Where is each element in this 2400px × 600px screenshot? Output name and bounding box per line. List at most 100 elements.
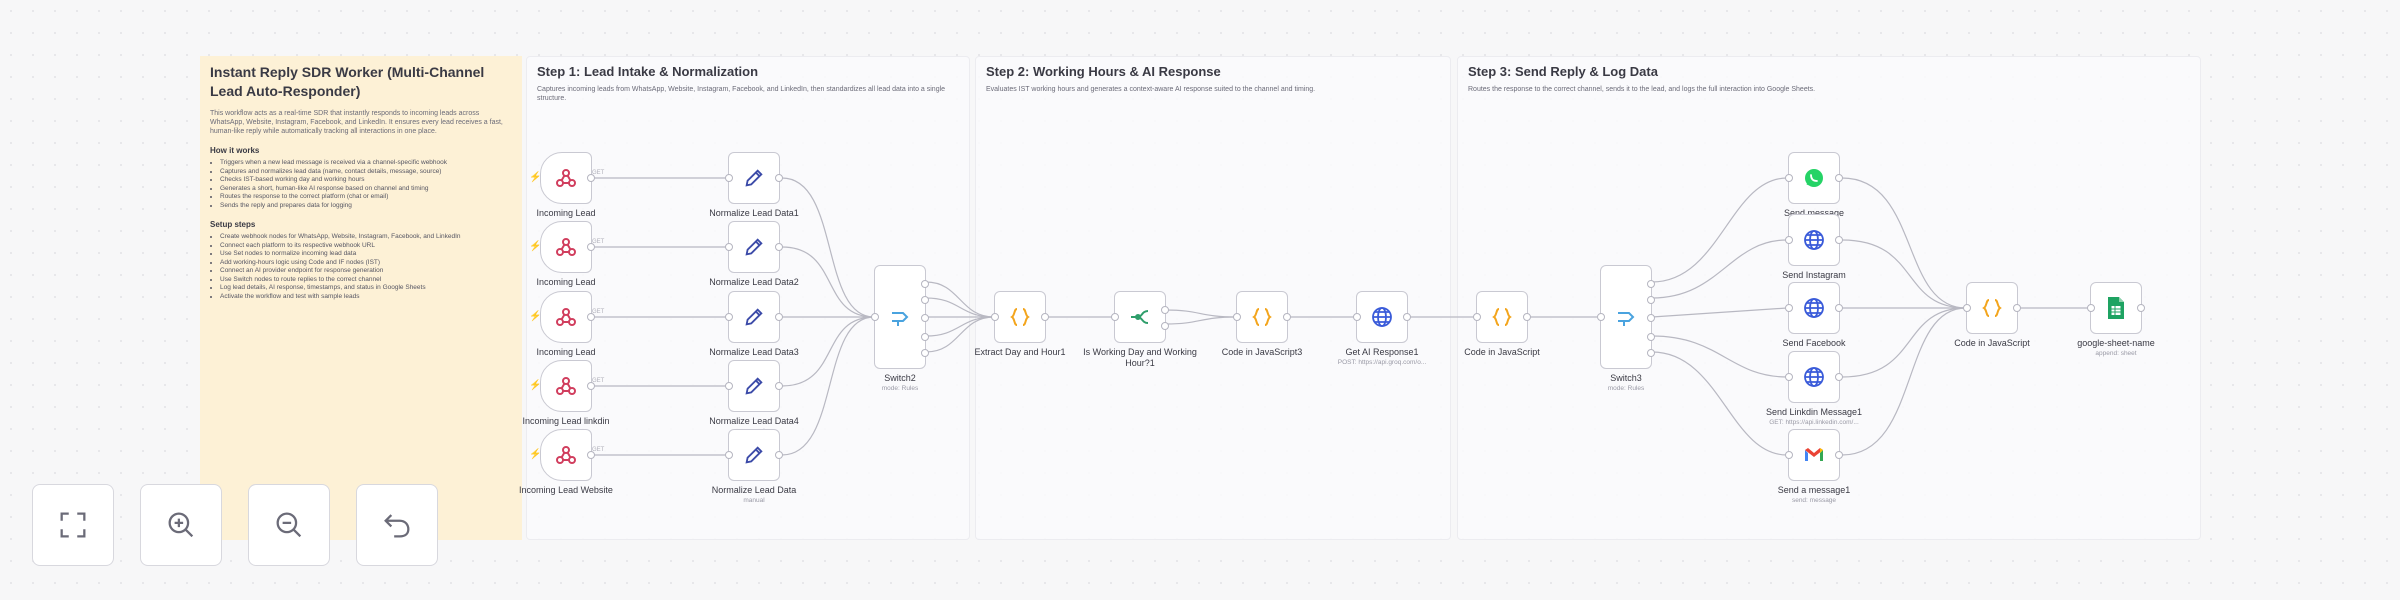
set-node-normalize-lead-data3[interactable] [725,291,783,343]
output-port[interactable] [775,313,783,321]
output-port[interactable] [2013,304,2021,312]
output-port[interactable] [921,333,929,341]
output-port[interactable] [587,313,595,321]
output-port[interactable] [921,314,929,322]
output-port[interactable] [775,382,783,390]
output-port[interactable] [1283,313,1291,321]
output-port[interactable] [2137,304,2145,312]
connection [1841,177,1967,309]
input-port[interactable] [725,243,733,251]
http-node-send-linkdin-message1[interactable] [1785,351,1843,403]
zoom-out-icon [276,512,302,538]
output-port[interactable] [1835,304,1843,312]
input-port[interactable] [1785,451,1793,459]
output-port[interactable] [1403,313,1411,321]
output-port[interactable] [1835,236,1843,244]
input-port[interactable] [725,174,733,182]
code-node-extract-day-and-hour1[interactable] [991,291,1049,343]
gmail-icon [1805,448,1823,461]
switch-node-switch3[interactable] [1597,265,1655,369]
set-node-normalize-lead-data4[interactable] [725,360,783,412]
http-node-get-ai-response1[interactable] [1353,291,1411,343]
fit-view-button[interactable] [32,484,114,566]
output-port[interactable] [921,349,929,357]
input-port[interactable] [1233,313,1241,321]
input-port[interactable] [725,313,733,321]
gmail-node-send-a-message1[interactable] [1785,429,1843,481]
node-label: Normalize Lead Data2 [709,277,799,287]
input-port[interactable] [1785,373,1793,381]
http-node-send-instagram[interactable] [1785,214,1843,266]
output-port[interactable] [1161,306,1169,314]
connection [1651,307,1788,318]
node-label: Extract Day and Hour1 [974,347,1066,357]
webhook-node-incoming-lead-website[interactable]: ⚡ [529,429,595,481]
output-port[interactable] [921,280,929,288]
list-item: Activate the workflow and test with samp… [220,293,512,302]
node-label: Normalize Lead Data [711,485,797,495]
input-port[interactable] [991,313,999,321]
node-label: Incoming Lead linkdin [522,416,610,426]
output-port[interactable] [1835,373,1843,381]
code-node-code-in-javascript3[interactable] [1233,291,1291,343]
code-braces-icon [1492,308,1512,326]
input-port[interactable] [1597,313,1605,321]
input-port[interactable] [1111,313,1119,321]
output-port[interactable] [775,174,783,182]
switch-route-icon [892,312,909,326]
globe-icon [1804,298,1824,318]
output-port[interactable] [1647,333,1655,341]
if-branch-icon [1131,310,1149,324]
output-port[interactable] [1835,174,1843,182]
output-port[interactable] [1835,451,1843,459]
overview-sticky-note[interactable]: Instant Reply SDR Worker (Multi-Channel … [200,56,522,540]
input-port[interactable] [725,382,733,390]
list-item: Generates a short, human-like AI respons… [220,185,512,194]
zoom-out-button[interactable] [248,484,330,566]
webhook-node-incoming-lead-3[interactable]: ⚡ [529,291,595,343]
output-port[interactable] [775,451,783,459]
output-port[interactable] [587,243,595,251]
http-node-send-facebook[interactable] [1785,282,1843,334]
set-node-normalize-lead-data[interactable] [725,429,783,481]
code-node-code-in-javascript-final[interactable] [1963,282,2021,334]
zoom-in-button[interactable] [140,484,222,566]
set-node-normalize-lead-data1[interactable] [725,152,783,204]
webhook-node-incoming-lead-1[interactable]: ⚡ [529,152,595,204]
input-port[interactable] [1473,313,1481,321]
how-it-works-list: Triggers when a new lead message is rece… [210,159,512,210]
input-port[interactable] [1785,304,1793,312]
output-port[interactable] [1647,314,1655,322]
input-port[interactable] [1785,174,1793,182]
output-port[interactable] [587,382,595,390]
set-node-normalize-lead-data2[interactable] [725,221,783,273]
node-label: Switch3 [1610,373,1642,383]
input-port[interactable] [725,451,733,459]
google-sheets-node[interactable] [2087,282,2145,334]
output-port[interactable] [921,296,929,304]
output-port[interactable] [1647,349,1655,357]
whatsapp-node-send-message[interactable] [1785,152,1843,204]
input-port[interactable] [2087,304,2095,312]
output-port[interactable] [775,243,783,251]
if-node-is-working-day[interactable] [1111,291,1169,343]
input-port[interactable] [1353,313,1361,321]
switch-node-switch2[interactable] [871,265,929,369]
reset-zoom-button[interactable] [356,484,438,566]
input-port[interactable] [1785,236,1793,244]
webhook-node-incoming-lead-linkdin[interactable]: ⚡ [529,360,595,412]
code-node-code-in-javascript[interactable] [1473,291,1531,343]
input-port[interactable] [1963,304,1971,312]
output-port[interactable] [1523,313,1531,321]
output-port[interactable] [1161,322,1169,330]
output-port[interactable] [1647,280,1655,288]
webhook-node-incoming-lead-2[interactable]: ⚡ [529,221,595,273]
node-label: Incoming Lead Website [519,485,613,495]
input-port[interactable] [871,313,879,321]
edge-label: GET [592,309,605,315]
output-port[interactable] [587,174,595,182]
output-port[interactable] [587,451,595,459]
output-port[interactable] [1041,313,1049,321]
output-port[interactable] [1647,296,1655,304]
step2-sticky-note[interactable]: Step 2: Working Hours & AI Response Eval… [975,56,1451,540]
